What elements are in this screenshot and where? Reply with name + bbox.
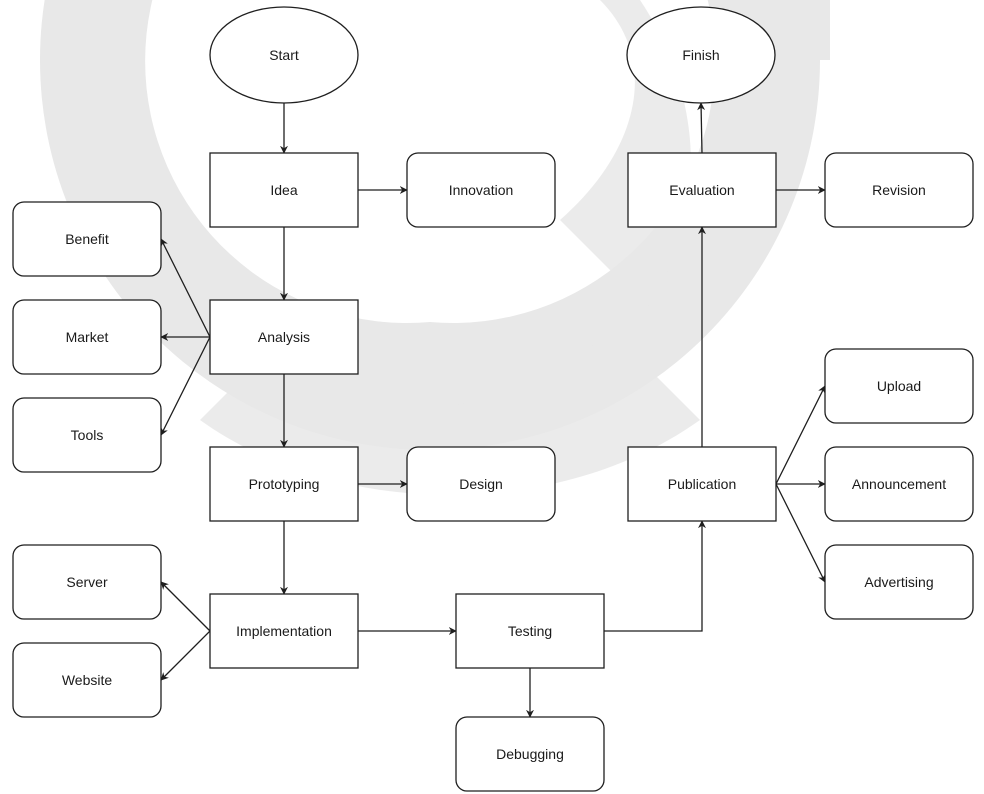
finish-shape <box>626 6 776 104</box>
idea-label: Idea <box>270 182 297 198</box>
server-label: Server <box>66 574 108 590</box>
market-shape <box>12 299 162 375</box>
node-testing[interactable]: Testing <box>455 593 605 669</box>
benefit-shape <box>12 201 162 277</box>
revision-label: Revision <box>872 182 926 198</box>
analysis-shape <box>209 299 359 375</box>
edge-analysis-to-benefit <box>160 238 211 338</box>
edge-publication-to-advertising <box>775 483 826 583</box>
evaluation-label: Evaluation <box>669 182 734 198</box>
node-publication[interactable]: Publication <box>627 446 777 522</box>
edge-implementation-to-website <box>160 630 211 681</box>
tools-shape <box>12 397 162 473</box>
node-idea[interactable]: Idea <box>209 152 359 228</box>
node-revision[interactable]: Revision <box>824 152 974 228</box>
edge-testing-to-publication <box>604 520 706 632</box>
start-label: Start <box>269 47 299 63</box>
edges-layer <box>160 102 826 718</box>
upload-label: Upload <box>877 378 921 394</box>
website-shape <box>12 642 162 718</box>
analysis-label: Analysis <box>258 329 310 345</box>
innovation-label: Innovation <box>449 182 514 198</box>
edge-implementation-to-server <box>160 581 211 632</box>
node-start[interactable]: Start <box>209 6 359 104</box>
node-server[interactable]: Server <box>12 544 162 620</box>
advertising-shape <box>824 544 974 620</box>
advertising-label: Advertising <box>864 574 933 590</box>
watermark-crescent <box>200 0 700 495</box>
node-upload[interactable]: Upload <box>824 348 974 424</box>
design-shape <box>406 446 556 522</box>
server-shape <box>12 544 162 620</box>
node-announcement[interactable]: Announcement <box>824 446 974 522</box>
finish-label: Finish <box>682 47 719 63</box>
prototyping-label: Prototyping <box>249 476 320 492</box>
node-market[interactable]: Market <box>12 299 162 375</box>
node-debugging[interactable]: Debugging <box>455 716 605 792</box>
node-design[interactable]: Design <box>406 446 556 522</box>
revision-shape <box>824 152 974 228</box>
debugging-shape <box>455 716 605 792</box>
node-tools[interactable]: Tools <box>12 397 162 473</box>
node-implementation[interactable]: Implementation <box>209 593 359 669</box>
node-prototyping[interactable]: Prototyping <box>209 446 359 522</box>
announcement-shape <box>824 446 974 522</box>
debugging-label: Debugging <box>496 746 564 762</box>
edge-analysis-to-tools <box>160 336 211 436</box>
implementation-shape <box>209 593 359 669</box>
publication-shape <box>627 446 777 522</box>
edge-evaluation-to-finish <box>697 102 706 154</box>
publication-label: Publication <box>668 476 737 492</box>
idea-shape <box>209 152 359 228</box>
market-label: Market <box>66 329 109 345</box>
node-benefit[interactable]: Benefit <box>12 201 162 277</box>
node-website[interactable]: Website <box>12 642 162 718</box>
node-innovation[interactable]: Innovation <box>406 152 556 228</box>
innovation-shape <box>406 152 556 228</box>
announcement-label: Announcement <box>852 476 946 492</box>
node-evaluation[interactable]: Evaluation <box>627 152 777 228</box>
design-label: Design <box>459 476 503 492</box>
tools-label: Tools <box>71 427 104 443</box>
node-advertising[interactable]: Advertising <box>824 544 974 620</box>
prototyping-shape <box>209 446 359 522</box>
start-shape <box>209 6 359 104</box>
node-finish[interactable]: Finish <box>626 6 776 104</box>
testing-shape <box>455 593 605 669</box>
testing-label: Testing <box>508 623 552 639</box>
node-analysis[interactable]: Analysis <box>209 299 359 375</box>
edge-publication-to-upload <box>775 385 826 485</box>
benefit-label: Benefit <box>65 231 109 247</box>
implementation-label: Implementation <box>236 623 332 639</box>
website-label: Website <box>62 672 113 688</box>
evaluation-shape <box>627 152 777 228</box>
upload-shape <box>824 348 974 424</box>
